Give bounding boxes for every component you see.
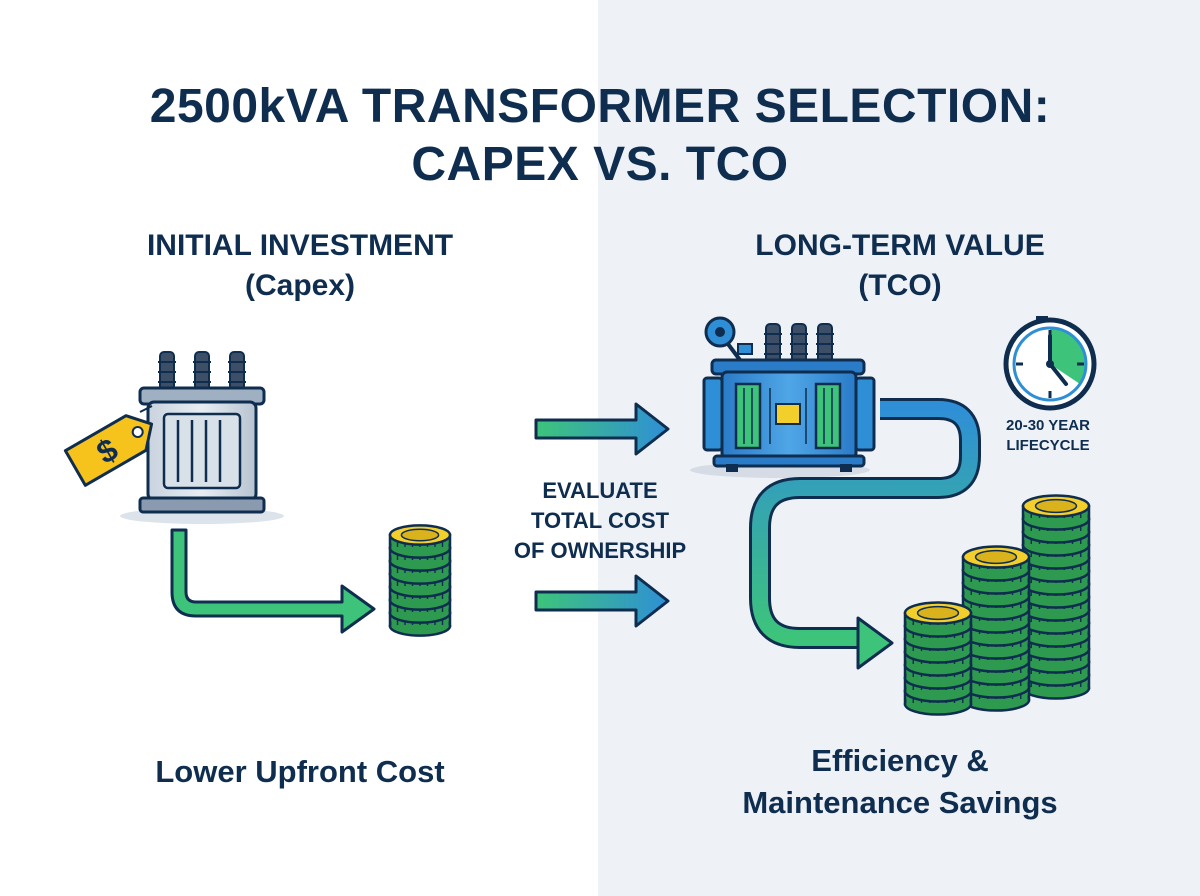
tco-transformer-icon bbox=[690, 316, 876, 478]
capex-heading: INITIAL INVESTMENT (Capex) bbox=[100, 226, 500, 306]
capex-arrow-icon bbox=[170, 528, 376, 634]
tco-caption: Efficiency & Maintenance Savings bbox=[690, 740, 1110, 824]
tco-caption-line-1: Efficiency & bbox=[811, 743, 989, 778]
capex-heading-line-1: INITIAL INVESTMENT bbox=[146, 229, 454, 262]
tco-heading-line-1: LONG-TERM VALUE bbox=[755, 229, 1045, 262]
tco-coin-stack-icon bbox=[903, 494, 1091, 716]
capex-heading-line-2: (Capex) bbox=[244, 269, 356, 302]
lifecycle-line-2: LIFECYCLE bbox=[1006, 437, 1090, 454]
arrow-right-icon bbox=[534, 402, 670, 456]
capex-transformer-icon bbox=[120, 351, 284, 524]
coin-top-inner bbox=[974, 549, 1018, 565]
coin-stack bbox=[1021, 494, 1091, 700]
lifecycle-line-1: 20-30 YEAR bbox=[1006, 417, 1090, 434]
coin-stack bbox=[903, 601, 973, 716]
capex-caption: Lower Upfront Cost bbox=[155, 754, 445, 789]
tco-heading-line-2: (TCO) bbox=[858, 269, 942, 302]
evaluate-line-3: OF OWNERSHIP bbox=[513, 538, 687, 563]
clock-icon bbox=[1003, 316, 1097, 411]
evaluate-line-2: TOTAL COST bbox=[530, 508, 670, 533]
coin-top-inner bbox=[400, 528, 440, 542]
coin-top-inner bbox=[916, 605, 960, 621]
tco-caption-line-2: Maintenance Savings bbox=[742, 785, 1058, 820]
title-line-1: 2500kVA TRANSFORMER SELECTION: bbox=[149, 80, 1051, 133]
tco-heading: LONG-TERM VALUE (TCO) bbox=[700, 226, 1100, 306]
arrow-right-icon bbox=[534, 574, 670, 628]
capex-coin-stack-icon bbox=[388, 524, 452, 637]
evaluate-line-1: EVALUATE bbox=[542, 478, 658, 503]
title-line-2: CAPEX VS. TCO bbox=[411, 138, 789, 191]
coin-stack bbox=[388, 524, 452, 637]
lifecycle-label: 20-30 YEAR LIFECYCLE bbox=[988, 416, 1108, 456]
page-title: 2500kVA TRANSFORMER SELECTION: CAPEX VS.… bbox=[0, 78, 1200, 194]
coin-stack bbox=[961, 545, 1031, 712]
price-tag-icon: $ bbox=[63, 405, 154, 487]
coin-top-inner bbox=[1034, 498, 1078, 514]
evaluate-tco-label: EVALUATE TOTAL COST OF OWNERSHIP bbox=[470, 476, 730, 566]
tco-curved-arrow-icon bbox=[749, 398, 981, 670]
